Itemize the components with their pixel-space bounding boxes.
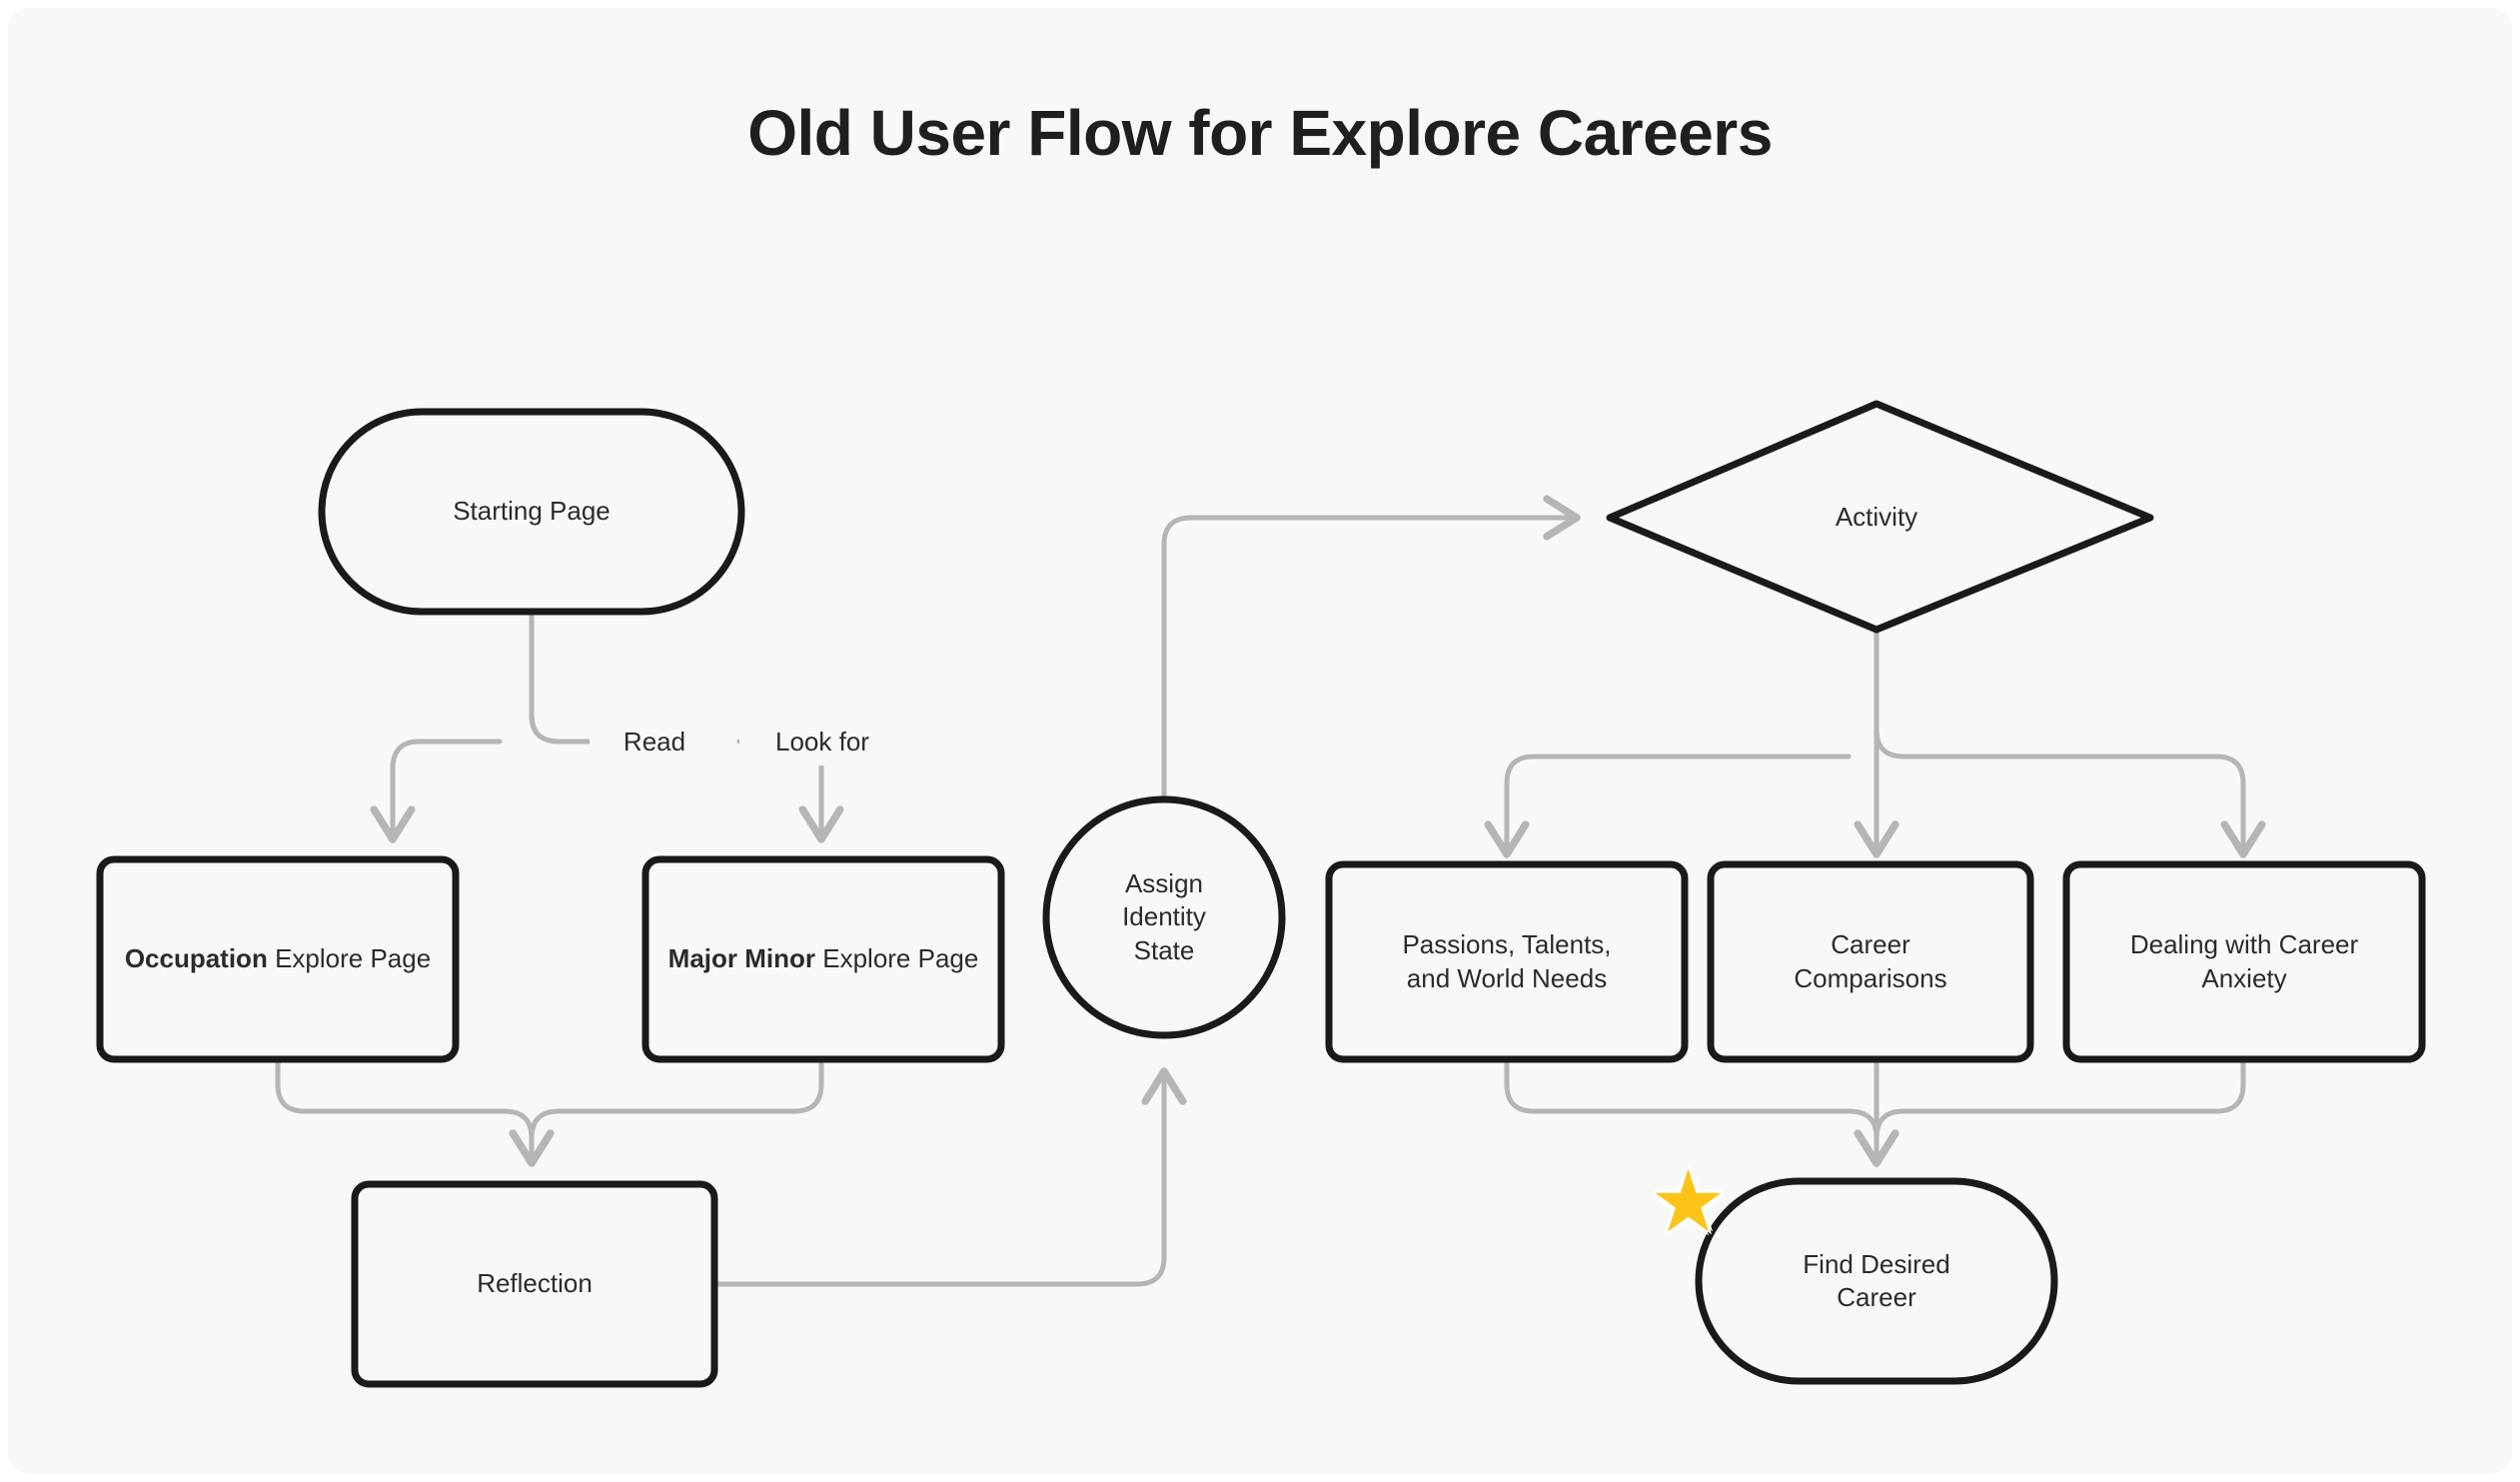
node-major-minor-explore (641, 855, 1005, 1063)
edge-read-to-occupation (370, 739, 503, 843)
node-occupation-explore (96, 855, 460, 1063)
edge-majorminor-to-reflection (509, 1056, 824, 1167)
edge-reflection-to-assign (711, 1067, 1187, 1287)
edge-passions-to-career (1504, 1056, 1899, 1167)
node-reflection (351, 1180, 718, 1388)
edge-split-right (529, 712, 593, 744)
node-find-desired-career (1695, 1177, 2058, 1385)
edge-activity-split (1874, 627, 1951, 759)
edge-label-read: Read (590, 718, 719, 765)
edge-activity-to-passions (1484, 753, 1852, 858)
star-icon: ★ (1650, 1154, 1728, 1250)
node-activity (1606, 400, 2154, 634)
node-passions-talents (1325, 860, 1689, 1063)
edge-occupation-to-reflection (275, 1056, 555, 1167)
edge-activity-to-anxiety (1901, 753, 2266, 858)
edge-anxiety-to-career (1854, 1056, 2246, 1167)
edge-label-look-for: Look for (739, 718, 905, 765)
edge-assign-to-activity (1161, 495, 1581, 922)
page-title: Old User Flow for Explore Careers (747, 97, 1773, 169)
node-starting-page (318, 408, 745, 616)
node-career-anxiety (2062, 860, 2426, 1063)
node-assign-identity-state (1042, 795, 1286, 1039)
node-career-comparisons (1707, 860, 2034, 1063)
